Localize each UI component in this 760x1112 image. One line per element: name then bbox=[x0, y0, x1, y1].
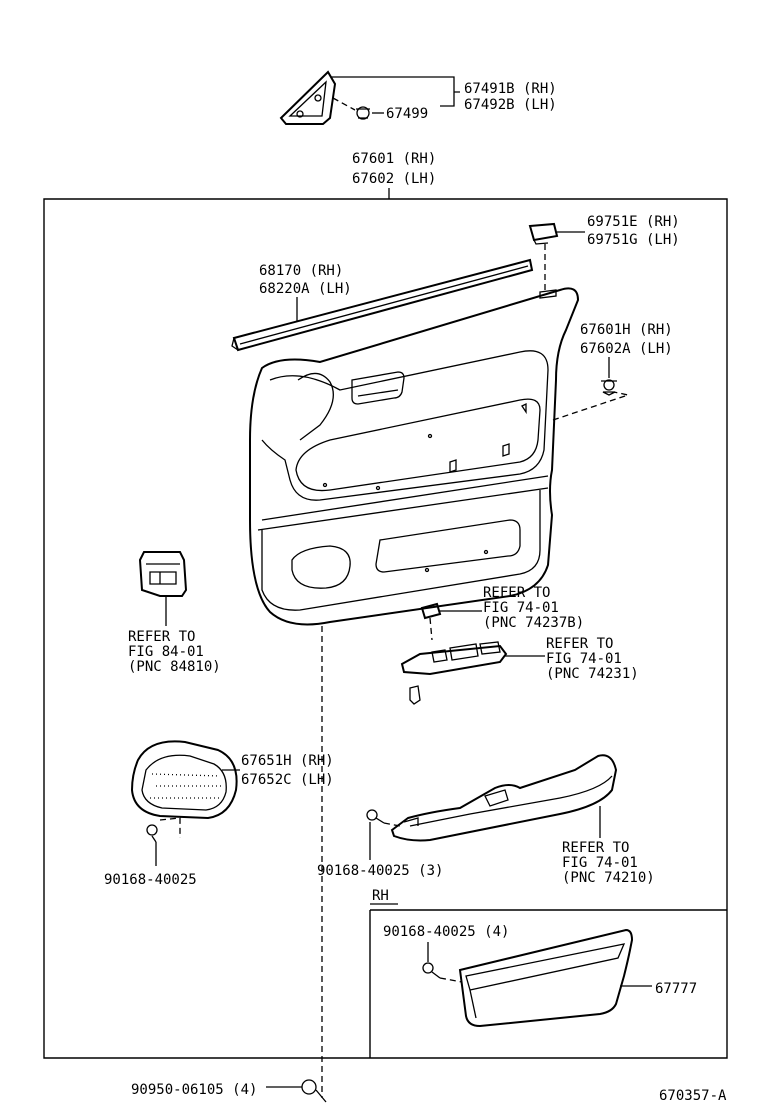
label-90950: 90950-06105 (4) bbox=[131, 1082, 257, 1098]
label-67499: 67499 bbox=[386, 106, 428, 122]
label-67602a: 67602A (LH) bbox=[580, 341, 673, 357]
label-90168-4: 90168-40025 (4) bbox=[383, 924, 509, 940]
label-ref84-3: (PNC 84810) bbox=[128, 659, 221, 675]
label-90168-left: 90168-40025 bbox=[104, 872, 197, 888]
leader-armrest-dashed bbox=[383, 822, 401, 827]
door-pocket-67777-part bbox=[458, 928, 634, 1028]
label-69751g: 69751G (LH) bbox=[587, 232, 680, 248]
label-ref74210-2: FIG 74-01 bbox=[562, 855, 638, 871]
assembly-frame bbox=[43, 198, 728, 1059]
label-67651h: 67651H (RH) bbox=[241, 753, 334, 769]
leader-74237b-dashed bbox=[429, 617, 433, 641]
door-trim-board-part bbox=[249, 287, 580, 626]
label-90168-3: 90168-40025 (3) bbox=[317, 863, 443, 879]
leader-speaker-dashed bbox=[159, 817, 181, 838]
label-ref74231-3: (PNC 74231) bbox=[546, 666, 639, 682]
label-68220a: 68220A (LH) bbox=[259, 281, 352, 297]
label-ref84-1: REFER TO bbox=[128, 629, 195, 645]
leader-67601h-dashed bbox=[552, 391, 631, 421]
label-67652c: 67652C (LH) bbox=[241, 772, 334, 788]
clip-74237b-part bbox=[420, 602, 442, 620]
label-ref74231-1: REFER TO bbox=[546, 636, 613, 652]
label-68170: 68170 (RH) bbox=[259, 263, 343, 279]
speaker-grille-part bbox=[130, 740, 238, 820]
clip-69751e-part bbox=[528, 222, 559, 245]
figure-id: 670357-A bbox=[659, 1088, 727, 1104]
label-ref74237b-2: FIG 74-01 bbox=[483, 600, 559, 616]
mirror-garnish-part bbox=[279, 70, 337, 125]
mirror-switch-part bbox=[138, 551, 188, 597]
label-67492b: 67492B (LH) bbox=[464, 97, 557, 113]
label-ref84-2: FIG 84-01 bbox=[128, 644, 204, 660]
label-67601: 67601 (RH) bbox=[352, 151, 436, 167]
screw-armrest-part bbox=[366, 809, 385, 824]
label-ref74231-2: FIG 74-01 bbox=[546, 651, 622, 667]
label-ref74210-1: REFER TO bbox=[562, 840, 629, 856]
clip-67499-part bbox=[356, 106, 370, 120]
screw-left-part bbox=[146, 824, 158, 843]
leader-67491b bbox=[331, 76, 460, 107]
window-switch-base-part bbox=[400, 641, 508, 705]
label-ref74210-3: (PNC 74210) bbox=[562, 870, 655, 886]
screw-pocket-part bbox=[422, 962, 441, 979]
label-67601h: 67601H (RH) bbox=[580, 322, 673, 338]
clip-67601h-part bbox=[601, 379, 617, 396]
armrest-part bbox=[390, 754, 618, 842]
label-67777: 67777 bbox=[655, 981, 697, 997]
label-69751e: 69751E (RH) bbox=[587, 214, 680, 230]
label-67602: 67602 (LH) bbox=[352, 171, 436, 187]
label-ref74237b-3: (PNC 74237B) bbox=[483, 615, 584, 631]
weatherstrip-68170-part bbox=[231, 258, 534, 352]
label-67491b: 67491B (RH) bbox=[464, 81, 557, 97]
label-ref74237b-1: REFER TO bbox=[483, 585, 550, 601]
leader-garnish-dashed bbox=[332, 97, 356, 111]
label-rh: RH bbox=[372, 888, 389, 904]
leader-pocket-dashed bbox=[439, 977, 463, 983]
